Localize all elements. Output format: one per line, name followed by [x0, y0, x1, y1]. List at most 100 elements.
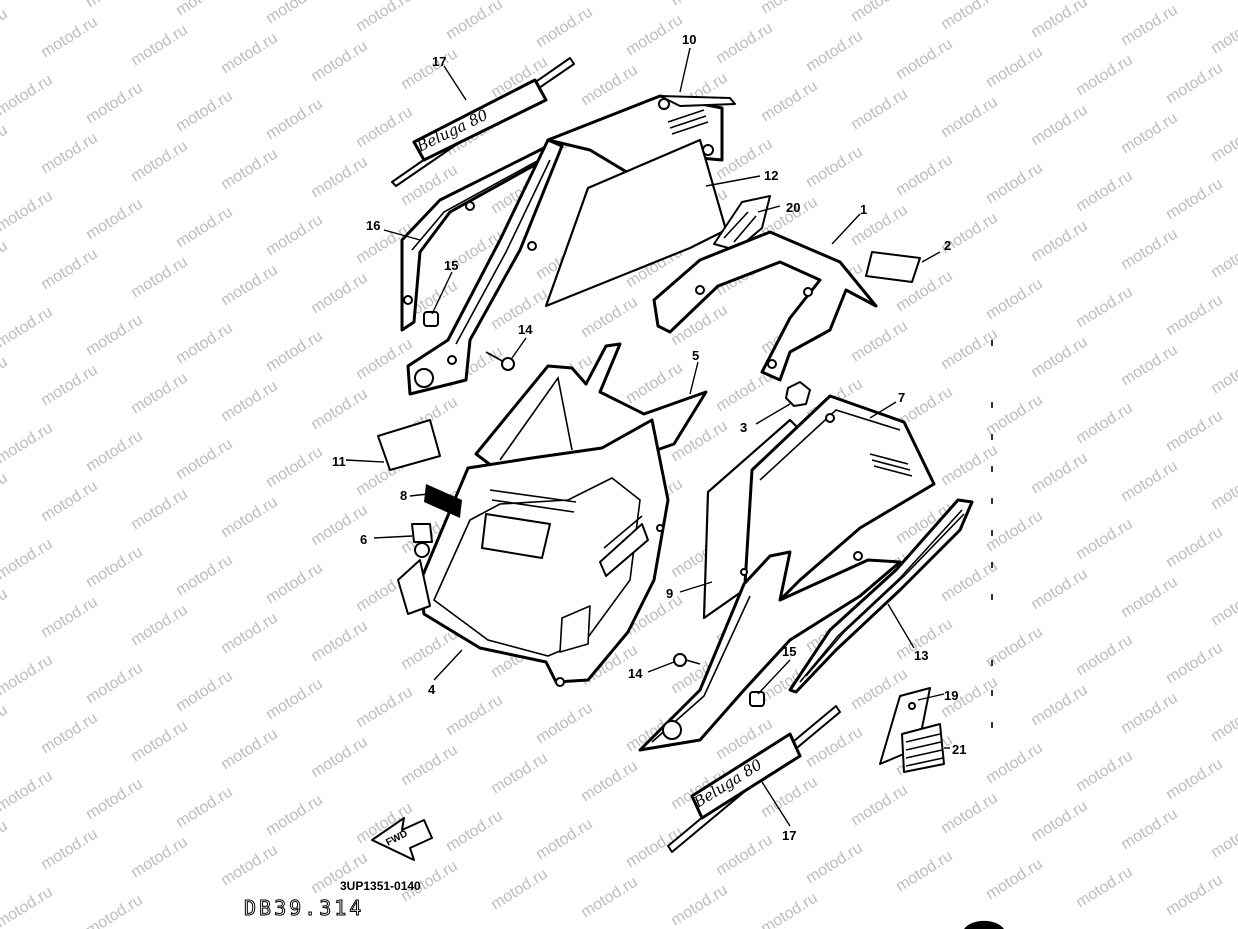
watermark-text: motod.ru: [83, 196, 146, 244]
watermark-text: motod.ru: [0, 768, 56, 816]
watermark-text: motod.ru: [803, 144, 866, 192]
watermark-text: motod.ru: [623, 12, 686, 60]
watermark-text: motod.ru: [308, 270, 371, 318]
watermark-text: motod.ru: [128, 254, 191, 302]
watermark-text: motod.ru: [1118, 458, 1181, 506]
watermark-text: motod.ru: [0, 652, 56, 700]
watermark-text: motod.ru: [1118, 342, 1181, 390]
watermark-text: motod.ru: [308, 38, 371, 86]
watermark-text: motod.ru: [173, 552, 236, 600]
watermark-text: motod.ru: [1208, 10, 1238, 58]
watermark-text: motod.ru: [218, 262, 281, 310]
part-14-screw-upper: [485, 351, 515, 371]
watermark-text: motod.ru: [218, 726, 281, 774]
watermark-text: motod.ru: [668, 882, 731, 929]
watermark-text: motod.ru: [173, 436, 236, 484]
watermark-text: motod.ru: [488, 866, 551, 914]
watermark-text: motod.ru: [1073, 864, 1136, 912]
watermark-text: motod.ru: [713, 20, 776, 68]
callout-13: 13: [914, 648, 928, 663]
watermark-text: motod.ru: [983, 856, 1046, 904]
callout-6: 6: [360, 532, 367, 547]
watermark-text: motod.ru: [578, 758, 641, 806]
watermark-text: motod.ru: [758, 774, 821, 822]
watermark-text: motod.ru: [173, 204, 236, 252]
watermark-text: motod.ru: [758, 0, 821, 17]
watermark-text: motod.ru: [533, 700, 596, 748]
watermark-text: motod.ru: [263, 96, 326, 144]
callout-17-top: 17: [432, 54, 446, 69]
watermark-text: motod.ru: [1118, 690, 1181, 738]
watermark-text: motod.ru: [0, 304, 56, 352]
callout-15-lower: 15: [782, 644, 796, 659]
watermark-text: motod.ru: [173, 88, 236, 136]
watermark-text: motod.ru: [1028, 334, 1091, 382]
watermark-text: motod.ru: [38, 710, 101, 758]
watermark-text: motod.ru: [848, 782, 911, 830]
watermark-text: motod.ru: [0, 238, 11, 286]
watermark-text: motod.ru: [803, 840, 866, 888]
callout-19: 19: [944, 688, 958, 703]
watermark-text: motod.ru: [128, 138, 191, 186]
part-2-label: [865, 251, 921, 283]
watermark-text: motod.ru: [38, 246, 101, 294]
part-11-plate: [377, 419, 441, 471]
watermark-text: motod.ru: [83, 80, 146, 128]
watermark-text: motod.ru: [488, 750, 551, 798]
watermark-text: motod.ru: [173, 320, 236, 368]
watermark-text: motod.ru: [263, 0, 326, 27]
watermark-text: motod.ru: [1163, 176, 1226, 224]
watermark-text: motod.ru: [443, 0, 506, 43]
watermark-text: motod.ru: [1073, 748, 1136, 796]
watermark-text: motod.ru: [398, 46, 461, 94]
watermark-text: motod.ru: [758, 890, 821, 929]
watermark-text: motod.ru: [38, 362, 101, 410]
callout-2: 2: [944, 238, 951, 253]
watermark-text: motod.ru: [128, 370, 191, 418]
watermark-text: motod.ru: [1118, 806, 1181, 854]
watermark-text: motod.ru: [308, 154, 371, 202]
callout-20: 20: [786, 200, 800, 215]
watermark-text: motod.ru: [1028, 450, 1091, 498]
part-14-screw-lower: [673, 653, 701, 667]
watermark-text: motod.ru: [893, 848, 956, 896]
callout-8: 8: [400, 488, 407, 503]
watermark-text: motod.ru: [1208, 698, 1238, 746]
callout-3: 3: [740, 420, 747, 435]
watermark-text: motod.ru: [533, 816, 596, 864]
watermark-text: motod.ru: [0, 470, 11, 518]
watermark-text: motod.ru: [983, 740, 1046, 788]
watermark-text: motod.ru: [938, 442, 1001, 490]
watermark-text: motod.ru: [983, 276, 1046, 324]
watermark-text: motod.ru: [983, 160, 1046, 208]
watermark-text: motod.ru: [1073, 52, 1136, 100]
watermark-text: motod.ru: [218, 494, 281, 542]
callout-17-bottom: 17: [782, 828, 796, 843]
watermark-text: motod.ru: [1073, 284, 1136, 332]
watermark-text: motod.ru: [0, 0, 56, 3]
watermark-text: motod.ru: [1163, 524, 1226, 572]
watermark-text: motod.ru: [83, 660, 146, 708]
watermark-text: motod.ru: [668, 0, 731, 9]
watermark-text: motod.ru: [1073, 168, 1136, 216]
watermark-text: motod.ru: [263, 328, 326, 376]
lower-floor-panel: [638, 550, 902, 752]
callout-21: 21: [952, 742, 966, 757]
watermark-text: motod.ru: [1208, 118, 1238, 166]
watermark-text: motod.ru: [308, 618, 371, 666]
watermark-text: motod.ru: [218, 610, 281, 658]
watermark-text: motod.ru: [1163, 872, 1226, 920]
watermark-text: motod.ru: [1163, 408, 1226, 456]
watermark-text: motod.ru: [983, 44, 1046, 92]
watermark-text: motod.ru: [308, 734, 371, 782]
callout-1: 1: [860, 202, 867, 217]
watermark-text: motod.ru: [128, 602, 191, 650]
diagram-code: 3UP1351-0140: [340, 879, 421, 893]
watermark-text: motod.ru: [0, 586, 11, 634]
watermark-text: motod.ru: [1208, 466, 1238, 514]
watermark-text: motod.ru: [83, 312, 146, 360]
watermark-text: motod.ru: [848, 86, 911, 134]
watermark-text: motod.ru: [0, 188, 56, 236]
watermark-text: motod.ru: [38, 594, 101, 642]
